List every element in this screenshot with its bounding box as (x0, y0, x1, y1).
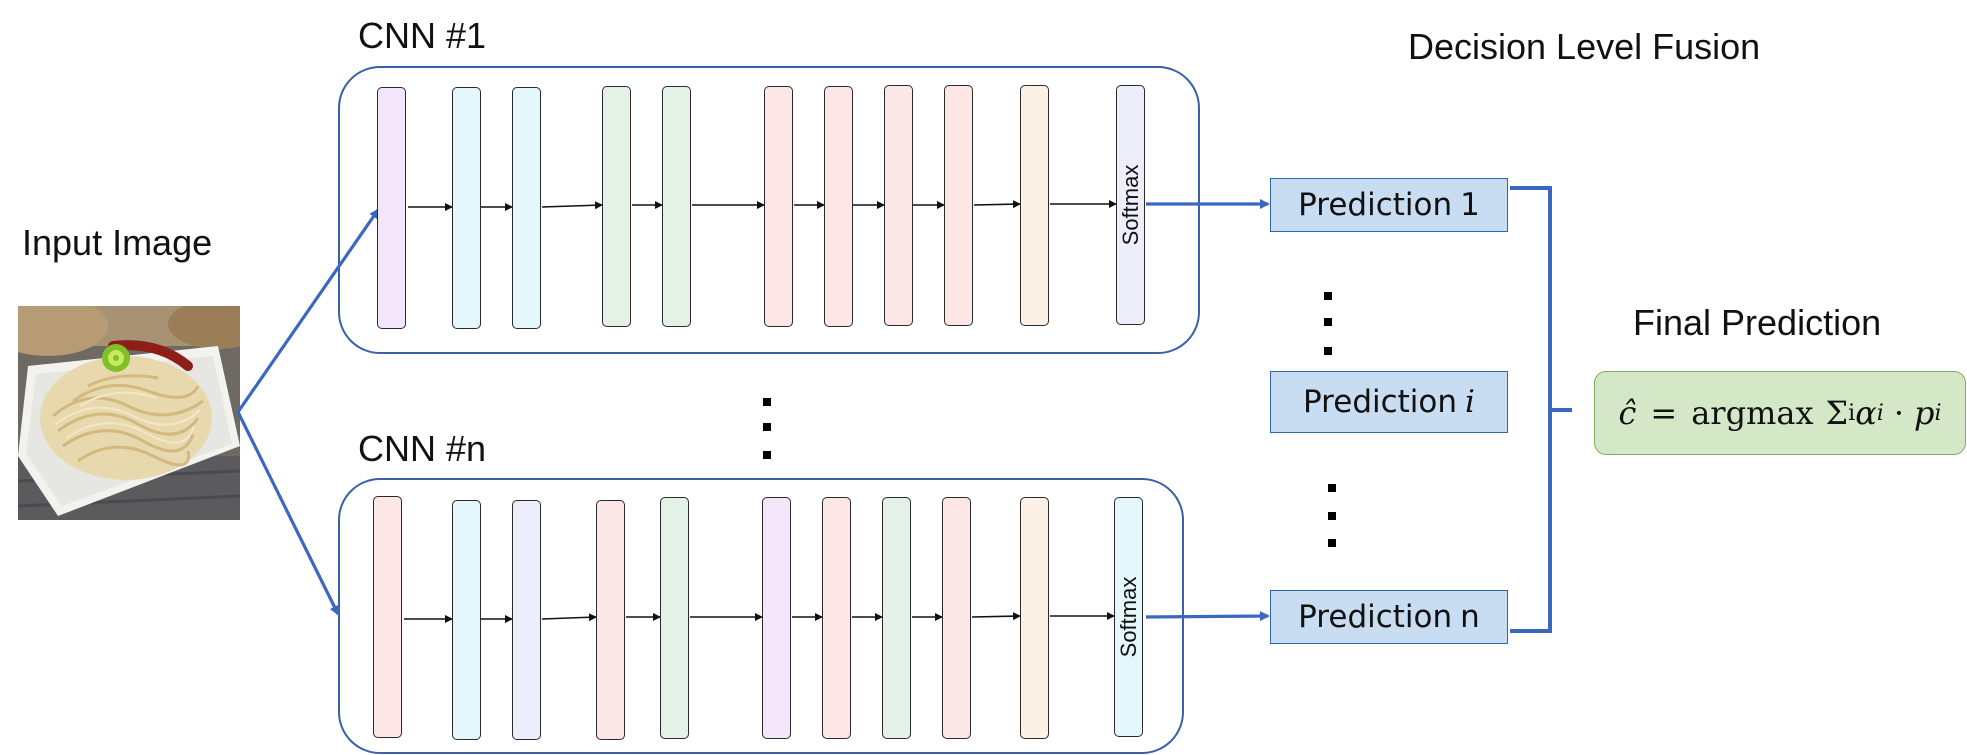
input-image-title: Input Image (22, 222, 213, 263)
formula-sigma: Σ (1825, 394, 1849, 432)
cnn-n-layer-8 (882, 497, 911, 739)
cnn-1-layer-6 (764, 86, 793, 327)
prediction-1-index: 1 (1460, 187, 1480, 223)
cnn-n-title: CNN #n (358, 428, 487, 469)
fusion-bracket (1510, 186, 1572, 633)
cnn-ellipsis-dot-3 (763, 451, 771, 459)
input-to-cnn-n-arrow (236, 411, 340, 616)
cnn-n-layer-5 (660, 497, 689, 739)
formula-p: p (1914, 394, 1935, 432)
cnn-n-connectors (404, 612, 1115, 623)
formula-alpha: α (1855, 394, 1877, 432)
cnn-1-layer-3 (512, 87, 541, 329)
formula-dot: · (1893, 394, 1905, 432)
prediction-ellipsis-lower-dot-3 (1328, 539, 1336, 547)
cnn-1-layer-1 (377, 87, 406, 329)
softmax-n-to-prediction-arrow (1145, 611, 1270, 622)
cnn-n-layer-2 (452, 500, 481, 740)
cnn-1-layer-4 (602, 86, 631, 327)
cnn-n-layer-7 (822, 497, 851, 739)
cnn-ellipsis-dot-1 (763, 398, 771, 406)
cnn-n-layer-10 (1020, 497, 1049, 739)
prediction-ellipsis-lower-dot-1 (1328, 484, 1336, 492)
prediction-ellipsis-lower-dot-2 (1328, 512, 1336, 520)
cnn-n-softmax-layer: Softmax (1114, 497, 1143, 737)
cnn-1-connectors (408, 200, 1117, 211)
prediction-ellipsis-upper-dot-2 (1324, 318, 1332, 326)
cnn-1-layer-7 (824, 86, 853, 327)
input-image-thumbnail (18, 306, 240, 520)
prediction-ellipsis-upper-dot-1 (1324, 292, 1332, 300)
cnn-1-layer-8 (884, 85, 913, 326)
formula-c-hat: ĉ (1618, 394, 1637, 432)
prediction-i-index: i (1465, 384, 1475, 420)
fusion-title: Decision Level Fusion (1408, 26, 1761, 67)
input-to-cnn-1-arrow (236, 208, 380, 413)
cnn-1-softmax-layer: Softmax (1116, 85, 1145, 325)
prediction-n-label: Prediction (1298, 599, 1453, 635)
cnn-1-layer-9 (944, 85, 973, 326)
cnn-1-layer-2 (452, 87, 481, 329)
cnn-ellipsis-dot-2 (763, 423, 771, 431)
cnn-1-layer-10 (1020, 85, 1049, 326)
final-prediction-title: Final Prediction (1633, 302, 1882, 343)
formula-p-subscript: i (1934, 400, 1942, 426)
cnn-n-layer-4 (596, 500, 625, 740)
prediction-i-label: Prediction (1303, 384, 1458, 420)
prediction-ellipsis-upper-dot-3 (1324, 347, 1332, 355)
formula-equals: = (1650, 394, 1678, 432)
cnn-1-softmax-label: Softmax (1117, 164, 1143, 246)
cnn-1-title: CNN #1 (358, 15, 487, 56)
cnn-1-layer-5 (662, 86, 691, 327)
cnn-n-layer-6 (762, 497, 791, 739)
formula-argmax: argmax (1691, 394, 1814, 432)
formula-subscript-i: i (1848, 400, 1856, 426)
prediction-1-label: Prediction (1298, 187, 1453, 223)
cnn-n-softmax-label: Softmax (1115, 576, 1141, 658)
cnn-n-layer-1 (373, 496, 402, 738)
formula-alpha-subscript: i (1876, 400, 1884, 426)
cnn-n-layer-3 (512, 500, 541, 740)
prediction-n-index: n (1460, 599, 1480, 635)
cnn-n-layer-9 (942, 497, 971, 739)
